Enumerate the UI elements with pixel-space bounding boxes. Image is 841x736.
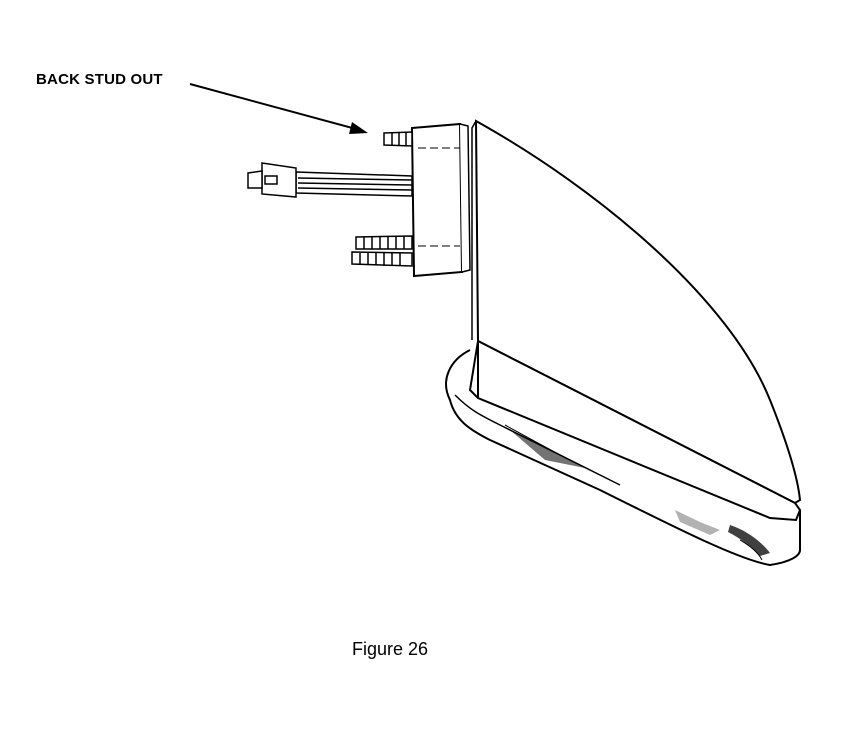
mounting-plate bbox=[410, 122, 471, 278]
back-stud-out-label: BACK STUD OUT bbox=[36, 71, 163, 88]
callout-arrow bbox=[189, 83, 368, 134]
back-stud bbox=[383, 131, 413, 147]
mirror-housing bbox=[445, 119, 802, 567]
wire-harness bbox=[247, 162, 413, 198]
lower-studs bbox=[351, 235, 413, 267]
figure-caption: Figure 26 bbox=[352, 639, 429, 659]
